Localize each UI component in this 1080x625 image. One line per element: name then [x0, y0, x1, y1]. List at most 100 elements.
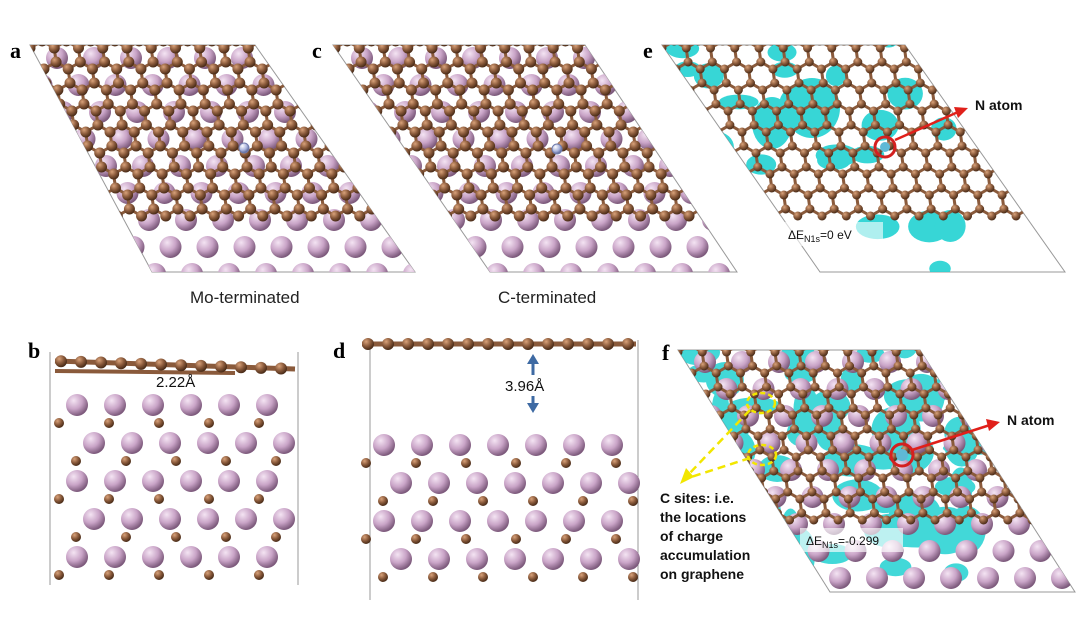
carbon-atom: [135, 63, 147, 75]
mo-atom: [634, 263, 656, 272]
graphene-line: [54, 369, 236, 375]
carbon-atom: [801, 16, 810, 25]
carbon-atom: [471, 147, 483, 159]
carbon-atom: [468, 105, 480, 117]
bond: [785, 331, 787, 345]
mo-atom: [292, 263, 314, 272]
carbon-atom: [419, 105, 431, 117]
mo-atom: [180, 546, 202, 568]
mo-atom: [575, 236, 598, 258]
carbon-atom: [215, 360, 227, 373]
bond: [285, 20, 297, 27]
n-atom-ring-f: [889, 442, 915, 468]
mo-atom: [79, 182, 102, 204]
mo-atom: [1008, 513, 1030, 535]
carbon-atom: [945, 148, 955, 158]
carbon-atom: [452, 56, 464, 68]
carbon-atom: [154, 570, 164, 580]
carbon-atom: [697, 350, 707, 357]
carbon-atom: [378, 189, 390, 201]
carbon-atom: [367, 63, 379, 75]
carbon-atom: [289, 15, 300, 26]
bond: [365, 131, 370, 147]
mo-atom: [673, 324, 695, 346]
bond: [666, 102, 681, 113]
carbon-atom: [695, 64, 705, 74]
bond: [806, 20, 818, 27]
mo-atom: [218, 394, 240, 416]
carbon-atom: [267, 189, 279, 201]
bond: [1067, 511, 1075, 522]
bond: [995, 393, 1001, 409]
mo-atom: [563, 510, 585, 532]
bond: [351, 110, 356, 126]
carbon-atom: [242, 45, 254, 54]
carbon-atom: [961, 452, 971, 462]
bond: [503, 20, 515, 27]
carbon-atom: [951, 473, 961, 483]
mo-atom: [487, 510, 509, 532]
carbon-atom: [54, 494, 64, 504]
bond: [418, 20, 430, 27]
carbon-atom: [490, 77, 502, 89]
bond: [761, 324, 773, 331]
carbon-atom: [426, 45, 438, 54]
bond: [696, 165, 711, 176]
carbon-atom: [227, 140, 239, 152]
carbon-atom: [520, 147, 532, 159]
bond: [955, 324, 967, 331]
carbon-atom: [461, 22, 472, 33]
mo-atom: [1027, 351, 1049, 373]
carbon-atom: [1063, 508, 1073, 518]
bond: [323, 81, 338, 92]
bond: [947, 385, 962, 396]
bond: [677, 81, 691, 92]
carbon-atom: [725, 120, 735, 130]
carbon-atom: [142, 147, 154, 159]
carbon-atom: [518, 119, 530, 131]
carbon-atom: [185, 77, 197, 89]
carbon-atom: [528, 572, 538, 582]
carbon-atom: [611, 327, 620, 336]
bond: [648, 20, 660, 27]
bond: [1041, 490, 1056, 501]
carbon-atom: [871, 389, 881, 399]
mo-atom: [819, 263, 841, 285]
carbon-atom: [746, 350, 756, 357]
carbon-atom: [199, 98, 211, 110]
carbon-atom: [532, 140, 544, 152]
carbon-atom: [721, 78, 731, 88]
carbon-atom: [605, 140, 617, 152]
carbon-atom: [688, 119, 700, 131]
carbon-atom: [254, 418, 264, 428]
bond: [92, 207, 106, 218]
carbon-atom: [302, 22, 313, 33]
carbon-atom: [302, 168, 314, 180]
carbon-atom: [303, 182, 315, 194]
carbon-atom: [832, 99, 842, 109]
bond: [259, 45, 274, 50]
bond: [662, 102, 669, 113]
carbon-atom: [678, 140, 690, 152]
carbon-atom: [76, 84, 88, 96]
mo-atom: [702, 209, 724, 231]
bond: [313, 62, 325, 69]
bond: [149, 20, 161, 27]
bond: [678, 110, 683, 126]
bond: [314, 83, 326, 90]
carbon-atom: [414, 182, 426, 194]
carbon-atom: [866, 211, 876, 221]
bond: [1013, 186, 1028, 197]
carbon-atom: [812, 141, 822, 151]
carbon-atom: [563, 77, 575, 89]
carbon-atom: [140, 119, 152, 131]
carbon-atom: [656, 16, 665, 25]
carbon-atom: [663, 369, 672, 378]
bond: [628, 324, 640, 331]
carbon-atom: [271, 456, 281, 466]
carbon-atom: [293, 36, 304, 47]
carbon-atom: [735, 368, 745, 378]
bond: [395, 207, 410, 218]
bond: [692, 131, 697, 147]
bond: [969, 110, 974, 126]
